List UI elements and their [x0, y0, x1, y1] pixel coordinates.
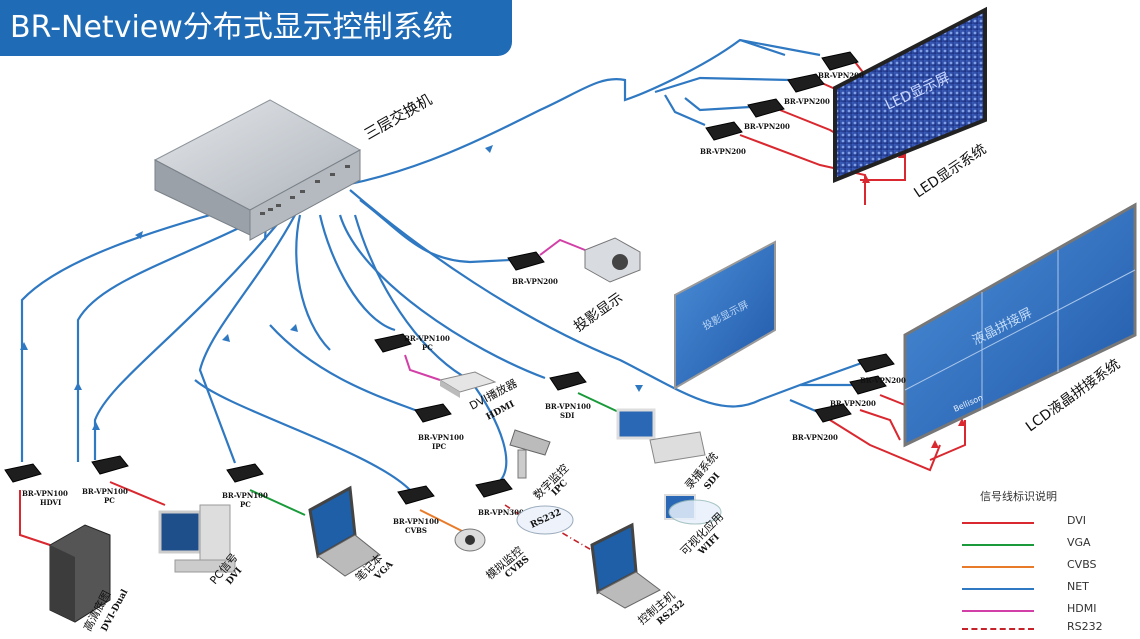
wifi-app-icon: [664, 494, 722, 525]
switch-label: 三层交换机: [361, 90, 435, 143]
rs232-line-2: [504, 504, 521, 516]
encoder-led-3-label: BR-VPN200: [744, 122, 790, 131]
laptop-vga-icon: [308, 485, 381, 577]
encoder-hdvi-model: BR-VPN100: [22, 489, 68, 498]
encoder-led-1: [821, 51, 859, 71]
encoder-pc-b-port: PC: [240, 500, 251, 509]
encoder-led-1-label: BR-VPN200: [818, 71, 864, 80]
vga-line: [249, 489, 306, 516]
legend-label-hdmi: HDMI: [1067, 602, 1097, 615]
encoder-pc-a-model: BR-VPN100: [82, 487, 128, 496]
encoders: [4, 51, 895, 505]
encoder-led-2-label: BR-VPN200: [784, 97, 830, 106]
projector-label: 投影显示: [571, 290, 626, 335]
projector-screen: [674, 240, 776, 390]
legend-label-vga: VGA: [1067, 536, 1091, 549]
projector-icon: [584, 237, 641, 283]
encoder-labels: BR-VPN200 BR-VPN200 BR-VPN200 BR-VPN200 …: [22, 71, 906, 535]
encoder-ipc-model: BR-VPN100: [418, 433, 464, 442]
encoder-pc-a: [91, 455, 129, 475]
lcd-wall: [903, 202, 1137, 448]
encoder-sdi-model: BR-VPN100: [545, 402, 591, 411]
legend-item-rs232: RS232: [950, 620, 1135, 638]
recorder-icon: [616, 408, 706, 464]
legend-label-cvbs: CVBS: [1067, 558, 1097, 571]
encoder-projector: [507, 251, 545, 271]
legend-swatch-hdmi: [962, 610, 1034, 612]
ip-camera-icon: [509, 429, 551, 479]
encoder-pc-top-port: PC: [422, 343, 433, 352]
legend-item-dvi: DVI: [950, 514, 1135, 532]
legend-swatch-vga: [962, 544, 1034, 546]
legend-swatch-cvbs: [962, 566, 1034, 568]
encoder-pc-b: [226, 463, 264, 483]
legend-title: 信号线标识说明: [980, 490, 1057, 503]
encoder-led-4-label: BR-VPN200: [700, 147, 746, 156]
encoder-vpn300: [475, 478, 513, 498]
encoder-cvbs-port: CVBS: [405, 526, 427, 535]
encoder-projector-label: BR-VPN200: [512, 277, 558, 286]
encoder-lcd-3: [814, 403, 852, 423]
encoder-led-4: [705, 121, 743, 141]
encoder-lcd-2: [849, 375, 887, 395]
legend-swatch-dvi: [962, 522, 1034, 524]
encoder-pc-b-model: BR-VPN100: [222, 491, 268, 500]
net-arrows: [20, 145, 643, 430]
led-system-label: LED显示系统: [911, 141, 989, 201]
legend-label-net: NET: [1067, 580, 1089, 593]
legend-item-net: NET: [950, 580, 1135, 598]
core-switch: [153, 99, 362, 241]
encoder-cvbs: [397, 485, 435, 505]
encoder-vpn300-label: BR-VPN300: [478, 508, 524, 517]
legend-item-vga: VGA: [950, 536, 1135, 554]
pc-workstation-icon: [158, 504, 236, 573]
analog-camera-icon: [454, 528, 486, 552]
dvi-player-icon: [438, 371, 497, 398]
legend-item-hdmi: HDMI: [950, 602, 1135, 620]
encoder-pc-top-model: BR-VPN100: [404, 334, 450, 343]
encoder-hdvi: [4, 463, 42, 483]
encoder-cvbs-model: BR-VPN100: [393, 517, 439, 526]
encoder-lcd-3-label: BR-VPN200: [792, 433, 838, 442]
net-lines: [20, 38, 871, 491]
legend-label-rs232: RS232: [1067, 620, 1103, 633]
encoder-sdi-port: SDI: [560, 411, 574, 420]
page-title: BR-Netview分布式显示控制系统: [10, 10, 453, 45]
encoder-lcd-2-label: BR-VPN200: [830, 399, 876, 408]
control-host-icon: [590, 522, 661, 609]
encoder-pc-top: [374, 333, 412, 353]
encoder-lcd-1: [857, 353, 895, 373]
encoder-ipc: [414, 403, 452, 423]
encoder-led-3: [747, 98, 785, 118]
encoder-lcd-1-label: BR-VPN200: [860, 376, 906, 385]
signal-legend: 信号线标识说明 DVI VGA CVBS NET HDMI RS232: [950, 482, 1135, 637]
encoder-ipc-port: IPC: [432, 442, 447, 451]
encoder-pc-a-port: PC: [104, 496, 115, 505]
rs232-line: [539, 519, 601, 556]
rs232-cloud-icon: [516, 505, 574, 535]
hdmi-line: [539, 238, 586, 256]
hdmi-line-player: [404, 354, 441, 381]
hd-server-icon: [49, 524, 111, 623]
legend-swatch-rs232: [962, 628, 1034, 630]
legend-swatch-net: [962, 588, 1034, 590]
encoder-sdi: [549, 371, 587, 391]
encoder-led-2: [787, 73, 825, 93]
led-wall: [833, 6, 987, 183]
title-bar: BR-Netview分布式显示控制系统: [0, 0, 512, 56]
legend-item-cvbs: CVBS: [950, 558, 1135, 576]
encoder-hdvi-port: HDVI: [40, 498, 61, 507]
legend-label-dvi: DVI: [1067, 514, 1087, 527]
